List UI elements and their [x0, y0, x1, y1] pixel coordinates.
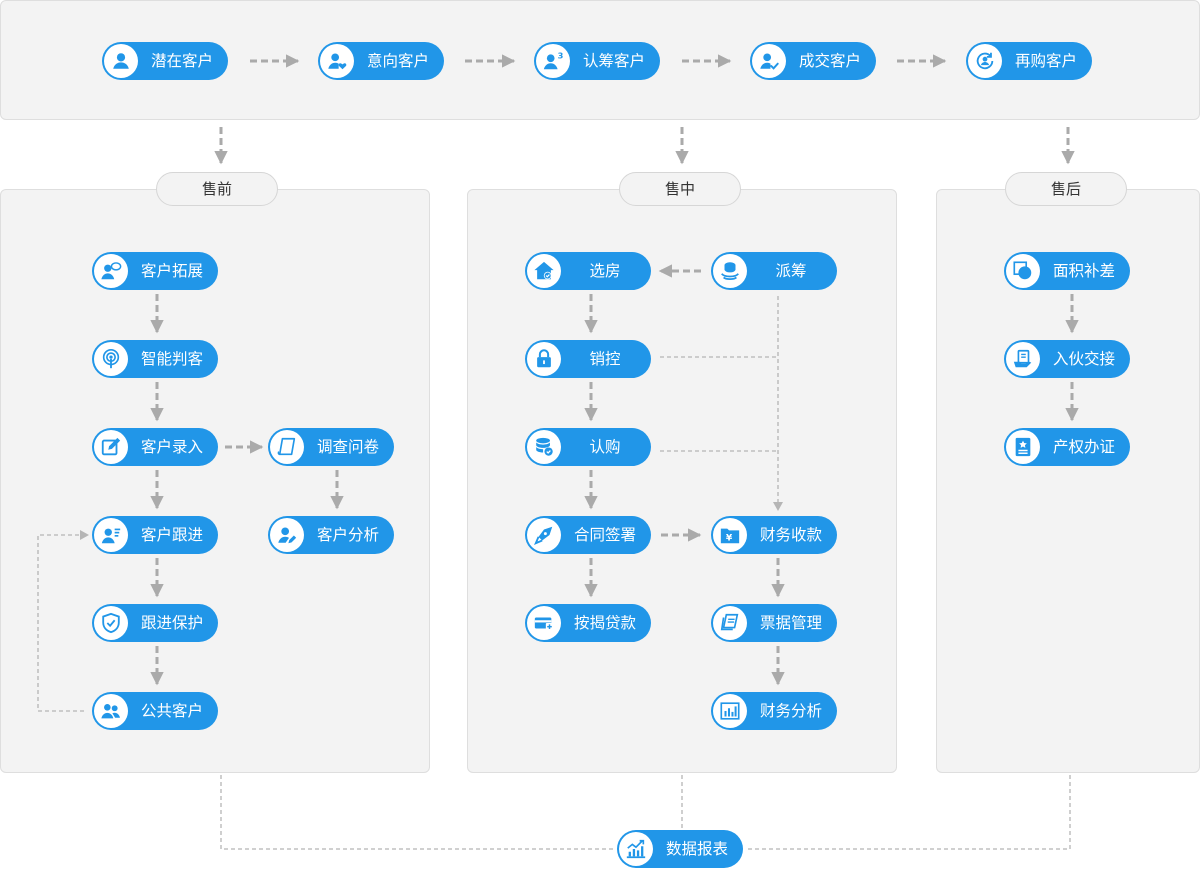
node-purchase[interactable]: 认购	[525, 428, 651, 466]
database-icon	[527, 430, 561, 464]
node-label: 选房	[589, 262, 621, 280]
section-tag-mid: 售中	[619, 172, 741, 206]
stage-intent-customer[interactable]: 意向客户	[318, 42, 444, 80]
edit-icon	[94, 430, 128, 464]
user-number-icon: 3	[536, 44, 570, 78]
node-label: 智能判客	[140, 350, 203, 368]
handover-icon	[1006, 342, 1040, 376]
node-label: 客户跟进	[140, 526, 203, 544]
stage-label: 再购客户	[1014, 52, 1077, 70]
stage-label: 成交客户	[798, 52, 861, 70]
pen-nib-icon	[527, 518, 561, 552]
user-list-icon	[94, 518, 128, 552]
area-icon	[1006, 254, 1040, 288]
stage-subscribe-customer[interactable]: 3 认筹客户	[534, 42, 660, 80]
node-finance-analysis[interactable]: 财务分析	[711, 692, 837, 730]
stage-repurchase-customer[interactable]: 再购客户	[966, 42, 1092, 80]
signal-icon	[94, 342, 128, 376]
node-label: 财务分析	[759, 702, 822, 720]
loop-arrowhead	[80, 530, 89, 540]
svg-text:¥: ¥	[726, 533, 733, 544]
node-label: 合同签署	[573, 526, 636, 544]
user-chat-icon	[94, 254, 128, 288]
house-icon	[527, 254, 561, 288]
section-tag-post: 售后	[1005, 172, 1127, 206]
node-label: 面积补差	[1052, 262, 1115, 280]
card-icon	[527, 606, 561, 640]
node-customer-follow[interactable]: 客户跟进	[92, 516, 218, 554]
loop-public-follow	[37, 534, 84, 712]
node-label: 派筹	[775, 262, 807, 280]
node-property-certificate[interactable]: 产权办证	[1004, 428, 1130, 466]
dispatch-finance-arrowhead	[773, 502, 783, 511]
node-customer-expand[interactable]: 客户拓展	[92, 252, 218, 290]
node-label: 公共客户	[140, 702, 203, 720]
node-label: 按揭贷款	[573, 614, 636, 632]
stage-label: 意向客户	[366, 52, 429, 70]
node-label: 销控	[589, 350, 621, 368]
trend-chart-icon	[619, 832, 653, 866]
node-finance-collect[interactable]: ¥ 财务收款	[711, 516, 837, 554]
user-heart-icon	[320, 44, 354, 78]
paper-icon	[270, 430, 304, 464]
node-label: 数据报表	[665, 840, 728, 858]
node-label: 调查问卷	[316, 438, 379, 456]
svg-text:3: 3	[558, 50, 564, 60]
node-customer-entry[interactable]: 客户录入	[92, 428, 218, 466]
node-label: 客户分析	[316, 526, 379, 544]
receipt-icon	[713, 606, 747, 640]
node-data-report[interactable]: 数据报表	[617, 830, 743, 868]
coin-stack-icon	[713, 254, 747, 288]
node-public-customer[interactable]: 公共客户	[92, 692, 218, 730]
node-contract-sign[interactable]: 合同签署	[525, 516, 651, 554]
node-area-compensation[interactable]: 面积补差	[1004, 252, 1130, 290]
node-label: 客户拓展	[140, 262, 203, 280]
node-survey[interactable]: 调查问卷	[268, 428, 394, 466]
stage-potential-customer[interactable]: 潜在客户	[102, 42, 228, 80]
node-label: 票据管理	[759, 614, 822, 632]
line-post-report	[745, 775, 1071, 850]
node-select-room[interactable]: 选房	[525, 252, 651, 290]
node-label: 认购	[589, 438, 621, 456]
user-pen-icon	[270, 518, 304, 552]
node-mortgage-loan[interactable]: 按揭贷款	[525, 604, 651, 642]
node-bill-manage[interactable]: 票据管理	[711, 604, 837, 642]
stage-label: 认筹客户	[582, 52, 645, 70]
node-sales-control[interactable]: 销控	[525, 340, 651, 378]
node-follow-protect[interactable]: 跟进保护	[92, 604, 218, 642]
node-dispatch[interactable]: 派筹	[711, 252, 837, 290]
node-customer-analysis[interactable]: 客户分析	[268, 516, 394, 554]
node-label: 入伙交接	[1052, 350, 1115, 368]
section-tag-pre: 售前	[156, 172, 278, 206]
node-label: 财务收款	[759, 526, 822, 544]
node-label: 产权办证	[1052, 438, 1115, 456]
user-cycle-icon	[968, 44, 1002, 78]
certificate-icon	[1006, 430, 1040, 464]
user-icon	[104, 44, 138, 78]
stage-label: 潜在客户	[150, 52, 213, 70]
users-icon	[94, 694, 128, 728]
pre-sale-panel	[0, 189, 430, 773]
shield-icon	[94, 606, 128, 640]
node-label: 客户录入	[140, 438, 203, 456]
lock-icon	[527, 342, 561, 376]
stage-deal-customer[interactable]: 成交客户	[750, 42, 876, 80]
line-pre-report	[220, 775, 614, 850]
node-smart-judge[interactable]: 智能判客	[92, 340, 218, 378]
yuan-folder-icon: ¥	[713, 518, 747, 552]
bar-chart-icon	[713, 694, 747, 728]
node-label: 跟进保护	[140, 614, 203, 632]
node-move-in-handover[interactable]: 入伙交接	[1004, 340, 1130, 378]
user-check-icon	[752, 44, 786, 78]
